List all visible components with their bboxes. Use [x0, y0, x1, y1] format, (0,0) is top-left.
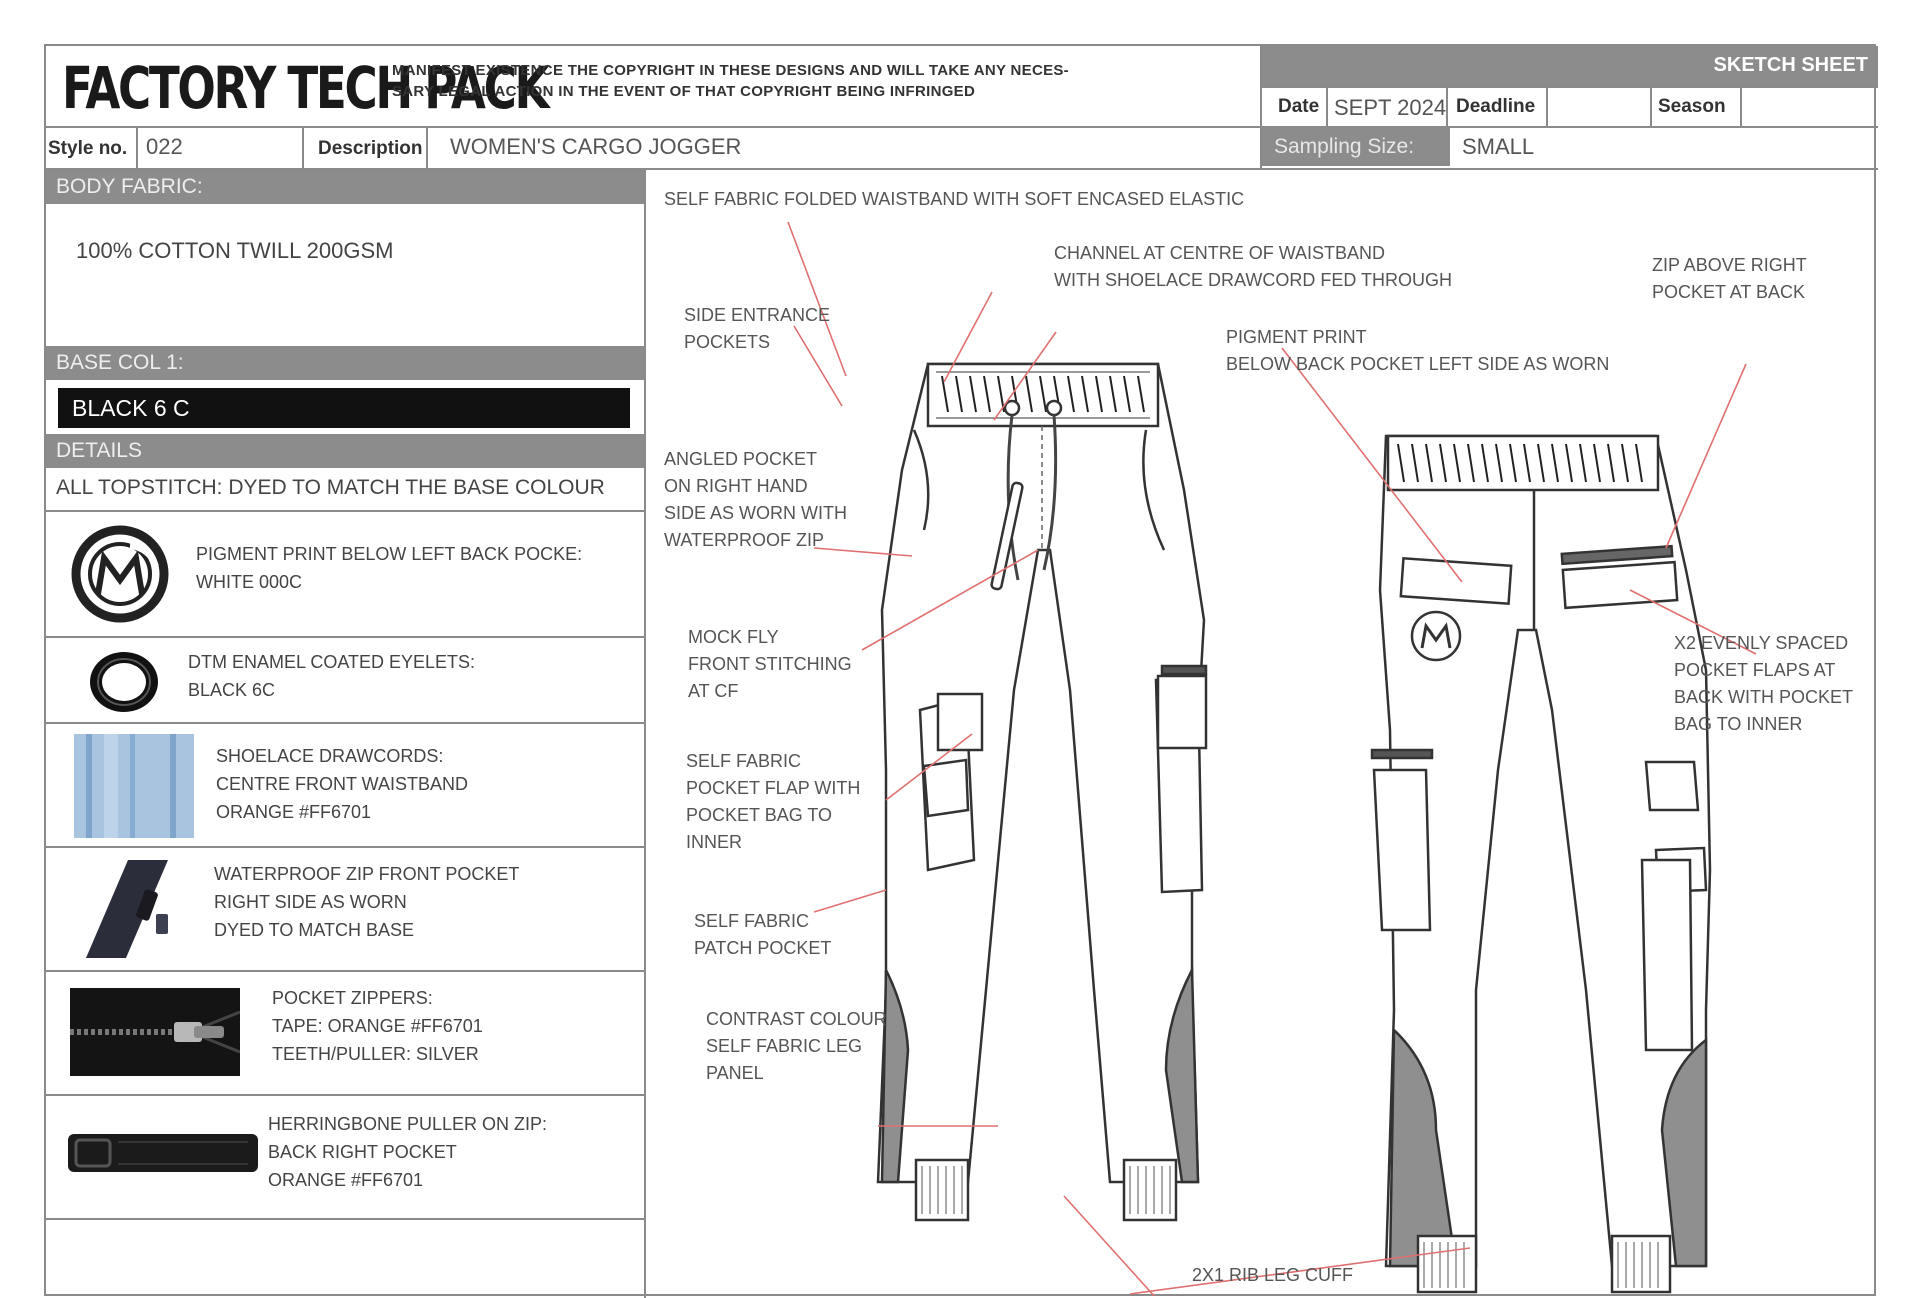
divider	[1326, 86, 1328, 126]
divider	[302, 128, 304, 168]
divider	[46, 1094, 644, 1096]
detail-item-6: HERRINGBONE PULLER ON ZIP: BACK RIGHT PO…	[268, 1114, 548, 1190]
body-fabric-heading: BODY FABRIC:	[46, 170, 644, 204]
annotation-channel: CHANNEL AT CENTRE OF WAISTBAND WITH SHOE…	[1054, 243, 1453, 290]
style-no-value: 022	[146, 134, 183, 159]
description-label: Description	[318, 138, 423, 159]
detail-item-4: WATERPROOF ZIP FRONT POCKET RIGHT SIDE A…	[214, 864, 520, 940]
description-value: WOMEN'S CARGO JOGGER	[450, 134, 742, 159]
divider	[1650, 86, 1652, 126]
drawcord-swatch-icon	[74, 734, 194, 838]
base-col-heading: BASE COL 1:	[46, 346, 644, 380]
logo-print-icon	[71, 525, 169, 623]
divider	[1546, 86, 1548, 126]
annotation-pocket-flap: SELF FABRIC POCKET FLAP WITH POCKET BAG …	[686, 751, 861, 852]
divider	[46, 970, 644, 972]
base-col-swatch: BLACK 6 C	[58, 388, 630, 428]
details-heading: DETAILS	[46, 434, 644, 468]
annotation-leader-lines	[787, 221, 1757, 1296]
sampling-size-value: SMALL	[1462, 134, 1535, 159]
annotation-side-entrance: SIDE ENTRANCE POCKETS	[684, 305, 831, 352]
annotation-pigment-print: PIGMENT PRINT BELOW BACK POCKET LEFT SID…	[1226, 327, 1610, 374]
sketch-sheet-label: SKETCH SHEET	[1713, 54, 1868, 76]
garment-sketch-area	[787, 221, 1757, 1296]
detail-item-2: DTM ENAMEL COATED EYELETS: BLACK 6C	[188, 652, 476, 700]
annotation-waistband: SELF FABRIC FOLDED WAISTBAND WITH SOFT E…	[664, 189, 1245, 209]
divider	[644, 170, 646, 1298]
pocket-zipper-icon	[70, 988, 240, 1076]
annotation-zip-above: ZIP ABOVE RIGHT POCKET AT BACK	[1652, 255, 1807, 302]
waterproof-zip-icon	[86, 860, 168, 958]
copyright-notice: MANIFEST EXISTENCE THE COPYRIGHT IN THES…	[392, 60, 1152, 102]
annotation-contrast-panel: CONTRAST COLOUR SELF FABRIC LEG PANEL	[706, 1009, 887, 1083]
tech-pack-sheet: FACTORY TECH PACK MANIFEST EXISTENCE THE…	[44, 44, 1878, 1298]
detail-item-3: SHOELACE DRAWCORDS: CENTRE FRONT WAISTBA…	[216, 746, 469, 822]
divider	[46, 510, 644, 512]
body-fabric-value: 100% COTTON TWILL 200GSM	[76, 238, 394, 263]
divider	[46, 168, 1878, 170]
divider	[136, 128, 138, 168]
page-title: FACTORY TECH PACK	[62, 54, 550, 122]
divider	[46, 1218, 644, 1220]
divider	[1260, 46, 1262, 168]
sampling-size-cell: Sampling Size:	[1262, 128, 1450, 166]
date-value: SEPT 2024	[1334, 95, 1447, 120]
back-view-jogger	[1370, 434, 1712, 1294]
front-view-jogger	[876, 362, 1208, 1222]
divider	[46, 126, 1878, 128]
topstitch-note: ALL TOPSTITCH: DYED TO MATCH THE BASE CO…	[56, 476, 605, 499]
eyelet-icon	[90, 652, 158, 712]
sketch-sheet-bar: SKETCH SHEET	[1262, 46, 1878, 86]
annotation-patch-pocket: SELF FABRIC PATCH POCKET	[694, 911, 832, 958]
detail-item-5: POCKET ZIPPERS: TAPE: ORANGE #FF6701 TEE…	[272, 988, 483, 1064]
annotation-rib-cuff: 2X1 RIB LEG CUFF	[1192, 1265, 1354, 1285]
divider	[46, 636, 644, 638]
zip-puller-icon	[68, 1134, 258, 1172]
detail-item-1: PIGMENT PRINT BELOW LEFT BACK POCKE: WHI…	[196, 544, 583, 592]
date-label: Date	[1278, 96, 1320, 117]
divider	[1446, 86, 1448, 126]
divider	[1740, 86, 1742, 126]
copyright-line-1: MANIFEST EXISTENCE THE COPYRIGHT IN THES…	[392, 62, 1069, 79]
annotation-pocket-flaps-back: X2 EVENLY SPACED POCKET FLAPS AT BACK WI…	[1674, 633, 1854, 734]
annotation-mock-fly: MOCK FLY FRONT STITCHING AT CF	[688, 627, 852, 701]
deadline-label: Deadline	[1456, 96, 1536, 117]
sampling-size-label: Sampling Size:	[1274, 135, 1415, 158]
annotation-angled-pocket: ANGLED POCKET ON RIGHT HAND SIDE AS WORN…	[664, 449, 848, 550]
divider	[1262, 86, 1878, 88]
style-no-label: Style no.	[48, 138, 128, 159]
divider	[426, 128, 428, 168]
copyright-line-2: SARY LEGAL ACTION IN THE EVENT OF THAT C…	[392, 83, 976, 100]
divider	[46, 722, 644, 724]
season-label: Season	[1658, 96, 1726, 117]
divider	[46, 846, 644, 848]
